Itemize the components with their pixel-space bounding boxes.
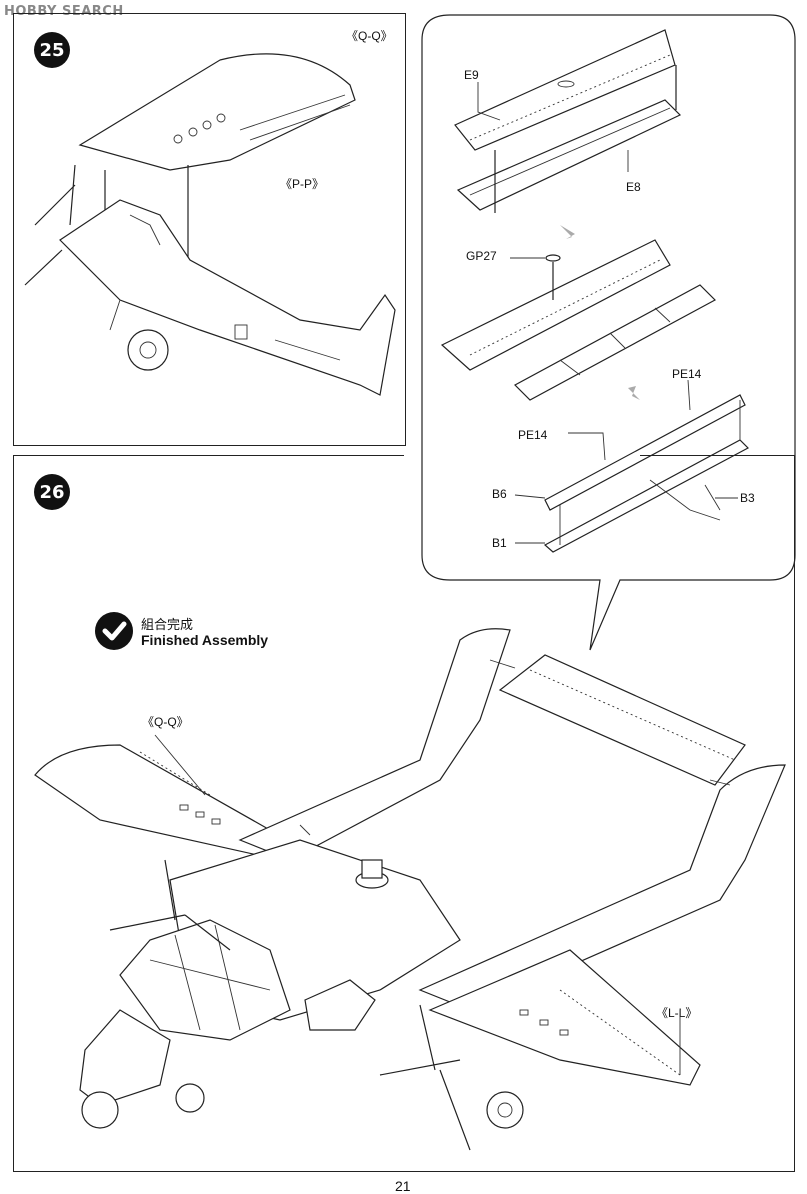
section-pp-label-25: 《P-P》 (280, 177, 325, 191)
finished-en-label: Finished Assembly (141, 632, 269, 648)
part-label-b3: B3 (740, 491, 755, 505)
section-ll-label-26: 《L-L》 (656, 1006, 698, 1020)
watermark: HOBBY SEARCH (4, 4, 124, 19)
check-icon (95, 612, 133, 650)
step-25-panel (13, 13, 406, 446)
part-label-b6: B6 (492, 487, 507, 501)
section-qq-label-26: 《Q-Q》 (142, 715, 189, 729)
step-26-badge: 26 (34, 474, 70, 510)
part-label-b1: B1 (492, 536, 507, 550)
step-26-top-border (13, 455, 404, 456)
section-qq-label-25: 《Q-Q》 (346, 29, 393, 43)
part-label-pe14-mid: PE14 (518, 428, 548, 442)
page-number: 21 (395, 1178, 411, 1194)
finished-cn-label: 組合完成 (141, 618, 194, 633)
part-label-gp27: GP27 (466, 249, 497, 263)
part-label-e9: E9 (464, 68, 479, 82)
step-25-badge: 25 (34, 32, 70, 68)
step-26-panel (13, 455, 795, 1172)
part-label-pe14-top: PE14 (672, 367, 702, 381)
part-label-e8: E8 (626, 180, 641, 194)
step-26-top-border-right (640, 455, 794, 456)
